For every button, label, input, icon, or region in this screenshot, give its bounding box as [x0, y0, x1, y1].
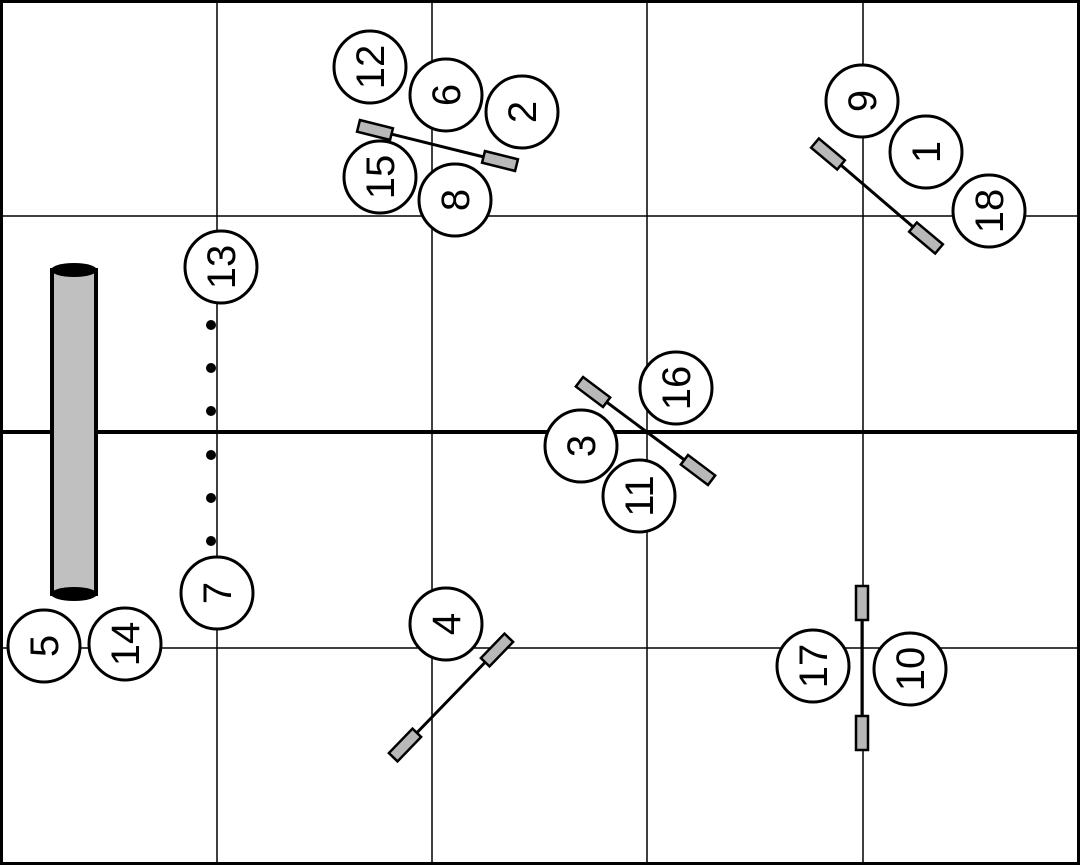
jump-wing [679, 453, 717, 487]
marker-circle [484, 74, 560, 150]
marker-4: 4 [408, 586, 484, 662]
marker-label: 17 [792, 644, 836, 689]
jump-bar [403, 648, 499, 747]
marker-circle [342, 139, 418, 215]
marker-circle [888, 114, 964, 190]
jump-top-right [809, 136, 945, 256]
jump-wing [854, 584, 870, 622]
marker-label: 14 [104, 622, 148, 667]
marker-label: 4 [425, 613, 469, 635]
jump-wing [387, 726, 423, 764]
marker-circle [183, 229, 259, 305]
weave-pole [206, 450, 216, 460]
marker-9: 9 [824, 63, 900, 139]
jump-wing [355, 118, 395, 142]
marker-10: 10 [872, 631, 948, 707]
jump-bottom-left [387, 631, 515, 764]
marker-label: 3 [560, 435, 604, 457]
marker-circle [601, 458, 677, 534]
marker-circle [417, 162, 493, 238]
marker-6: 6 [408, 57, 484, 133]
marker-circle [951, 173, 1027, 249]
jump-wing [480, 149, 520, 173]
weave-pole [206, 320, 216, 330]
weave-pole [206, 493, 216, 503]
marker-17: 17 [775, 628, 851, 704]
jump-wing [907, 220, 945, 256]
marker-18: 18 [951, 173, 1027, 249]
weave-pole [206, 406, 216, 416]
marker-2: 2 [484, 74, 560, 150]
marker-circle [87, 606, 163, 682]
jump-wing [574, 375, 612, 409]
marker-8: 8 [417, 162, 493, 238]
marker-3: 3 [543, 408, 619, 484]
jump-bar [374, 128, 501, 163]
marker-circle [872, 631, 948, 707]
jump-center [574, 375, 717, 487]
marker-16: 16 [638, 350, 714, 426]
marker-circle [408, 586, 484, 662]
marker-circle [775, 628, 851, 704]
jump-wing [809, 136, 847, 172]
marker-label: 11 [618, 475, 662, 517]
marker-13: 13 [183, 229, 259, 305]
number-markers: 1 2 3 4 5 6 7 8 [6, 29, 1027, 707]
jump-top-center [355, 118, 520, 173]
marker-label: 16 [655, 366, 699, 411]
marker-label: 10 [889, 647, 933, 692]
tunnel [50, 263, 98, 601]
marker-label: 7 [196, 582, 240, 604]
marker-14: 14 [87, 606, 163, 682]
marker-label: 1 [905, 141, 949, 163]
jump-wing [479, 631, 515, 669]
weave-pole [206, 536, 216, 546]
marker-circle [332, 29, 408, 105]
jump-bar [592, 390, 699, 472]
marker-circle [6, 608, 82, 684]
marker-circle [179, 555, 255, 631]
marker-circle [408, 57, 484, 133]
marker-15: 15 [342, 139, 418, 215]
marker-5: 5 [6, 608, 82, 684]
weave-poles [206, 320, 216, 546]
marker-label: 9 [841, 90, 885, 112]
jump-wing [854, 714, 870, 752]
marker-label: 18 [968, 189, 1012, 234]
marker-label: 13 [200, 245, 244, 290]
marker-label: 8 [434, 189, 478, 211]
tunnel-end-top [51, 263, 97, 277]
marker-7: 7 [179, 555, 255, 631]
tunnel-body [50, 268, 98, 596]
marker-circle [824, 63, 900, 139]
weave-pole [206, 363, 216, 373]
marker-12: 12 [332, 29, 408, 105]
marker-11: 11 [601, 458, 677, 534]
tunnel-end-bottom [51, 587, 97, 601]
jump-bar [827, 152, 927, 240]
marker-circle [638, 350, 714, 426]
marker-label: 15 [359, 155, 403, 200]
marker-1: 1 [888, 114, 964, 190]
marker-label: 5 [23, 635, 67, 657]
marker-label: 2 [501, 101, 545, 123]
marker-label: 12 [349, 45, 393, 90]
marker-circle [543, 408, 619, 484]
jump-bottom-right [854, 584, 870, 752]
marker-label: 6 [425, 84, 469, 106]
